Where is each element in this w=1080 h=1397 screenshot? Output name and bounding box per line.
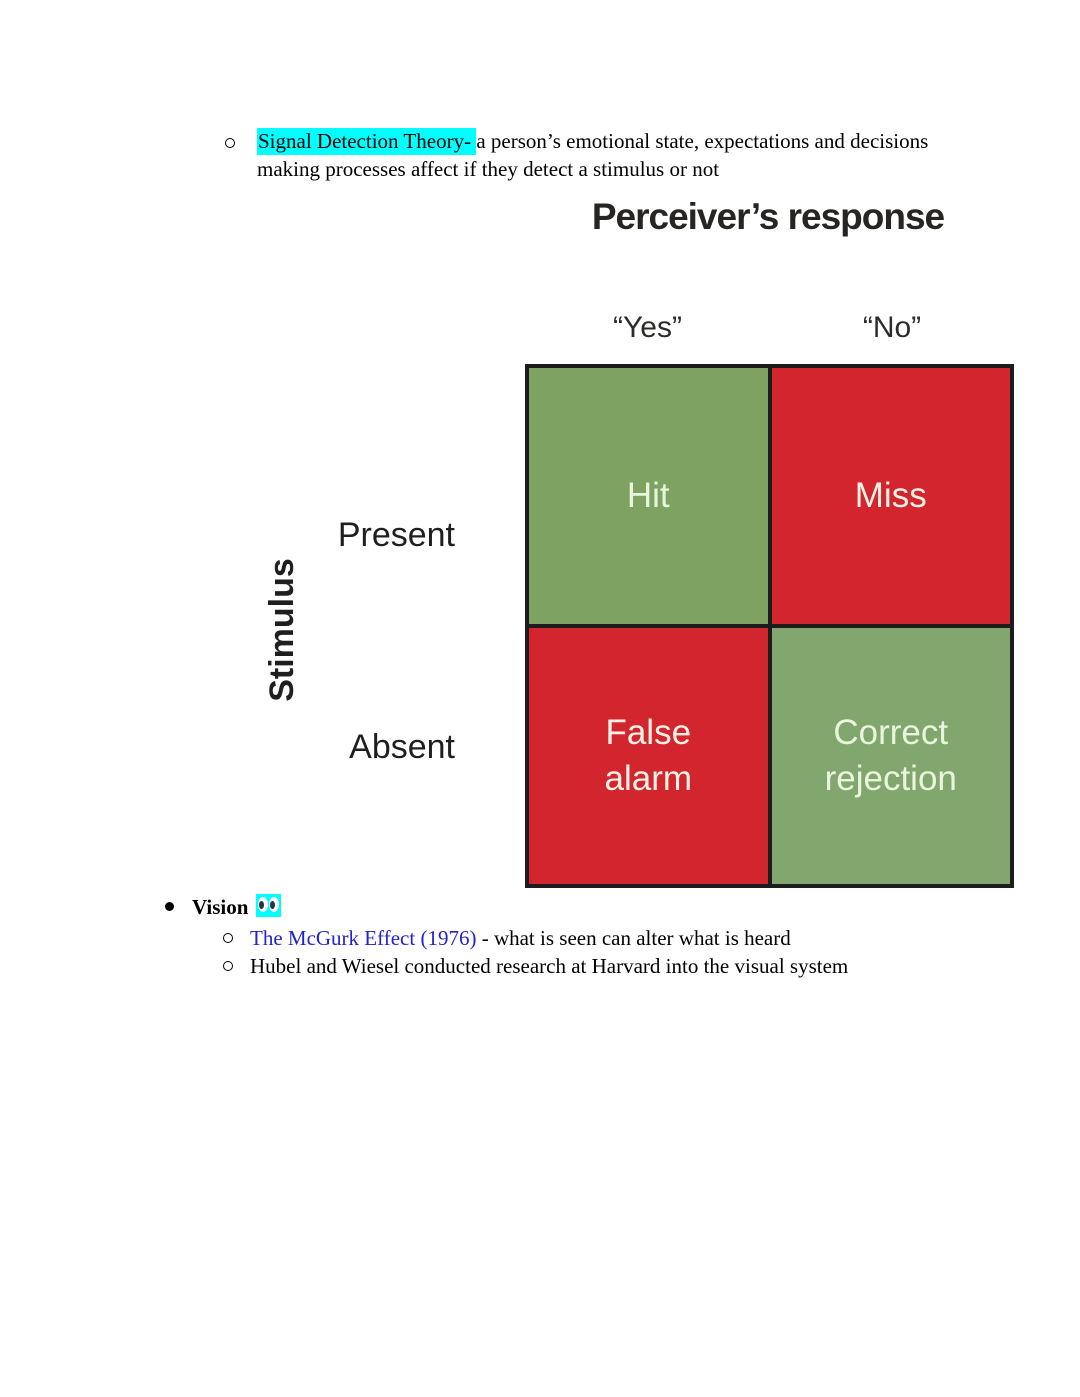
circle-bullet-icon <box>223 961 233 971</box>
eye-pupil <box>259 901 264 909</box>
cell-false-alarm: False alarm <box>529 628 768 884</box>
sdt-definition-text: Signal Detection Theory- a person’s emot… <box>257 127 997 183</box>
disc-bullet-icon <box>165 902 174 911</box>
cell-miss: Miss <box>771 368 1010 624</box>
mcgurk-description: - what is seen can alter what is heard <box>476 926 791 950</box>
row-label-present: Present <box>337 516 455 554</box>
mcgurk-list-item: The McGurk Effect (1976) - what is seen … <box>250 924 1010 952</box>
column-label-no: “No” <box>862 311 922 344</box>
vision-heading: Vision <box>192 895 249 919</box>
stimulus-axis-label: Stimulus <box>263 558 301 702</box>
highlighted-term: Signal Detection Theory- <box>257 128 477 155</box>
eyes-emoji-icon <box>256 894 281 917</box>
cell-correct-rejection: Correct rejection <box>771 628 1010 884</box>
eye-left <box>258 897 268 912</box>
figure-title: Perceiver’s response <box>591 196 945 237</box>
row-label-absent: Absent <box>349 728 455 766</box>
eye-pupil <box>270 901 275 909</box>
circle-bullet-icon <box>223 933 233 943</box>
circle-bullet-icon <box>225 138 235 148</box>
eye-right <box>269 897 279 912</box>
mcgurk-effect-link[interactable]: The McGurk Effect (1976) <box>250 926 477 950</box>
signal-detection-matrix: Hit Miss False alarm Correct rejection <box>525 364 1014 888</box>
cell-hit: Hit <box>529 368 768 624</box>
column-label-yes: “Yes” <box>613 311 682 344</box>
sdt-definition-line2: making processes affect if they detect a… <box>257 157 720 181</box>
hubel-wiesel-list-item: Hubel and Wiesel conducted research at H… <box>250 954 849 978</box>
sdt-definition-line1: a person’s emotional state, expectations… <box>476 129 929 153</box>
